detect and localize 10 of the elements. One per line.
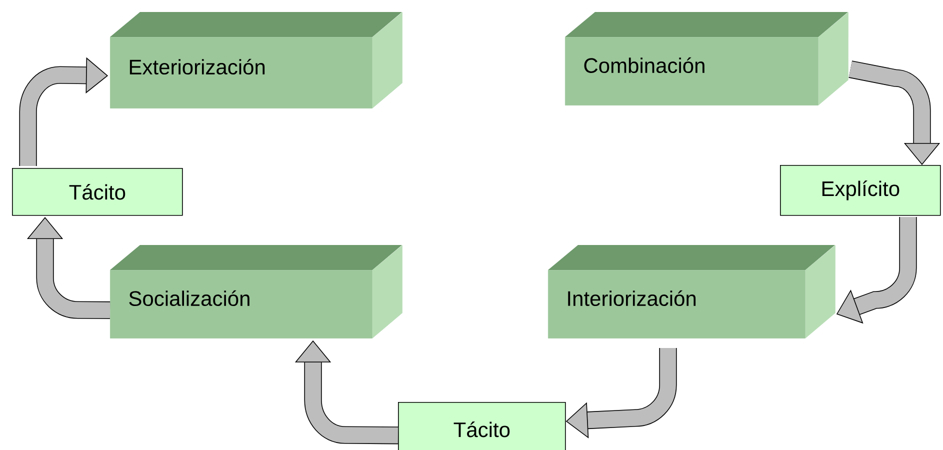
label-box: Explícito — [780, 165, 941, 216]
block-box: Exteriorización — [110, 12, 402, 108]
curved-arrow — [848, 60, 940, 165]
label-box: Tácito — [12, 168, 183, 216]
label-box: Tácito — [398, 402, 566, 450]
curved-arrow — [26, 217, 110, 319]
curved-arrow — [19, 57, 108, 166]
block-box: Socialización — [110, 245, 402, 338]
block-box: Interiorización — [548, 245, 836, 338]
block-box: Combinación — [565, 12, 848, 106]
